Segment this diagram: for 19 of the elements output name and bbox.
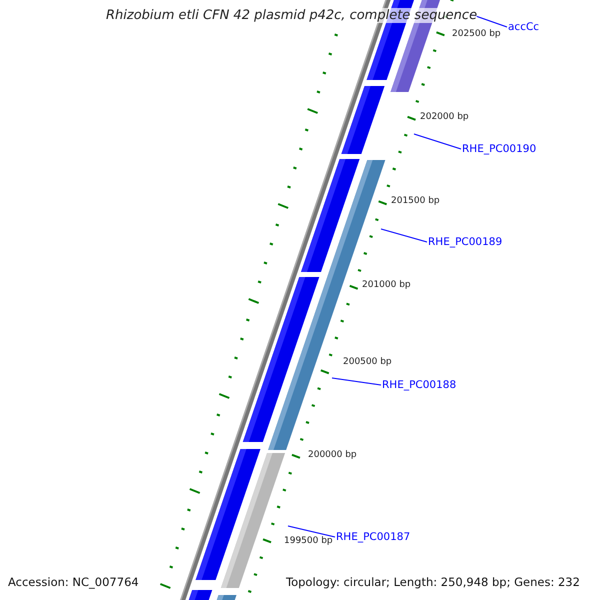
gene-label: RHE_PC00190 bbox=[462, 143, 536, 155]
leader-line bbox=[380, 228, 428, 242]
gene-label: accCc bbox=[508, 21, 540, 33]
leader-line bbox=[414, 134, 462, 150]
tick-label: 202000 bp bbox=[420, 112, 469, 122]
tick-label: 202500 bp bbox=[452, 29, 501, 39]
tick-label: 200500 bp bbox=[343, 357, 392, 367]
leader-line bbox=[288, 526, 336, 538]
leader-line bbox=[332, 378, 382, 386]
tick-label: 201000 bp bbox=[362, 280, 411, 290]
gene-label: RHE_PC00188 bbox=[382, 379, 456, 391]
accession-label: Accession: NC_007764 bbox=[8, 575, 139, 589]
tick-label: 201500 bp bbox=[391, 196, 440, 206]
title: Rhizobium etli CFN 42 plasmid p42c, complete sequence bbox=[106, 8, 478, 23]
gene-label: RHE_PC00187 bbox=[336, 531, 410, 543]
gene-label: RHE_PC00189 bbox=[428, 236, 502, 248]
tick-label: 200000 bp bbox=[308, 450, 357, 460]
sequence-info: Topology: circular; Length: 250,948 bp; Genes: 232 bbox=[286, 575, 580, 589]
tick-label: 199500 bp bbox=[284, 536, 333, 546]
